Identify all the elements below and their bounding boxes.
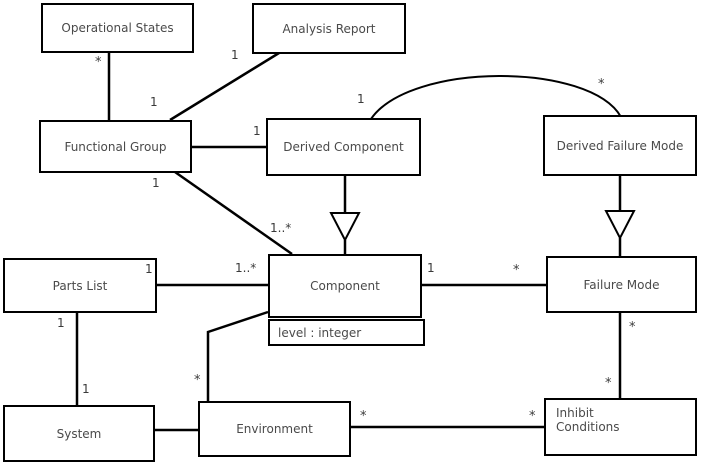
multiplicity-derived-failure-mode-derived-component: * — [598, 77, 605, 92]
multiplicity-failure-mode-component: * — [513, 263, 520, 278]
edge-functional-group-analysis-report — [169, 51, 280, 122]
multiplicity-operational-states-functional-group: * — [95, 55, 102, 70]
class-name-inhibit-conditions: Inhibit Conditions — [556, 406, 620, 434]
multiplicity-component-functional-group: 1..* — [270, 221, 292, 235]
multiplicity-functional-group-component: 1 — [152, 176, 160, 190]
class-component[interactable]: Component — [268, 254, 422, 318]
multiplicity-functional-group-analysis-report: 1 — [150, 95, 158, 109]
class-parts-list[interactable]: Parts List — [3, 258, 157, 313]
class-name-parts-list: Parts List — [52, 278, 108, 293]
class-failure-mode[interactable]: Failure Mode — [546, 256, 697, 313]
multiplicity-failure-mode-inhibit-conditions: * — [629, 320, 636, 335]
class-system[interactable]: System — [3, 405, 155, 462]
edge-derived-component-derived-failure-mode — [370, 75, 622, 120]
multiplicity-inhibit-conditions-environment: * — [529, 409, 536, 424]
class-functional-group[interactable]: Functional Group — [39, 120, 192, 173]
class-name-component: Component — [310, 279, 380, 293]
multiplicity-parts-list-system: 1 — [57, 316, 65, 330]
class-name-system: System — [56, 426, 102, 441]
edge-environment-component — [206, 310, 269, 401]
multiplicity-derived-component-derived-failure-mode: 1 — [357, 92, 365, 106]
class-name-environment: Environment — [236, 422, 313, 436]
class-name-failure-mode: Failure Mode — [583, 277, 660, 292]
multiplicity-inhibit-conditions-failure-mode: * — [605, 376, 612, 391]
multiplicity-component-failure-mode: 1 — [427, 261, 435, 275]
class-name-functional-group: Functional Group — [64, 139, 167, 154]
class-name-derived-failure-mode: Derived Failure Mode — [556, 138, 684, 153]
class-analysis-report[interactable]: Analysis Report — [252, 3, 406, 54]
generalization-derived-failure-mode-arrow — [604, 210, 636, 241]
multiplicity-system-parts-list: 1 — [82, 382, 90, 396]
class-derived-component[interactable]: Derived Component — [266, 118, 421, 176]
class-inhibit-conditions[interactable]: Inhibit Conditions — [544, 398, 697, 456]
class-name-analysis-report: Analysis Report — [282, 21, 376, 36]
class-operational-states[interactable]: Operational States — [41, 3, 194, 53]
multiplicity-environment-component: * — [194, 373, 201, 388]
multiplicity-environment-inhibit-conditions: * — [360, 409, 367, 424]
attribute-level: level : integer — [278, 325, 362, 340]
multiplicity-parts-list-component: 1 — [145, 262, 153, 276]
class-name-operational-states: Operational States — [61, 21, 174, 35]
multiplicity-analysis-report-functional-group: 1 — [231, 48, 239, 62]
multiplicity-component-parts-list: 1..* — [235, 261, 257, 275]
class-derived-failure-mode[interactable]: Derived Failure Mode — [543, 115, 697, 176]
class-name-derived-component: Derived Component — [283, 140, 404, 154]
multiplicity-functional-group-derived-component: 1 — [253, 124, 261, 138]
edge-functional-group-component — [174, 170, 293, 256]
class-component-attributes[interactable]: level : integer — [268, 319, 425, 346]
class-environment[interactable]: Environment — [198, 401, 351, 457]
generalization-derived-component-arrow — [329, 212, 361, 243]
